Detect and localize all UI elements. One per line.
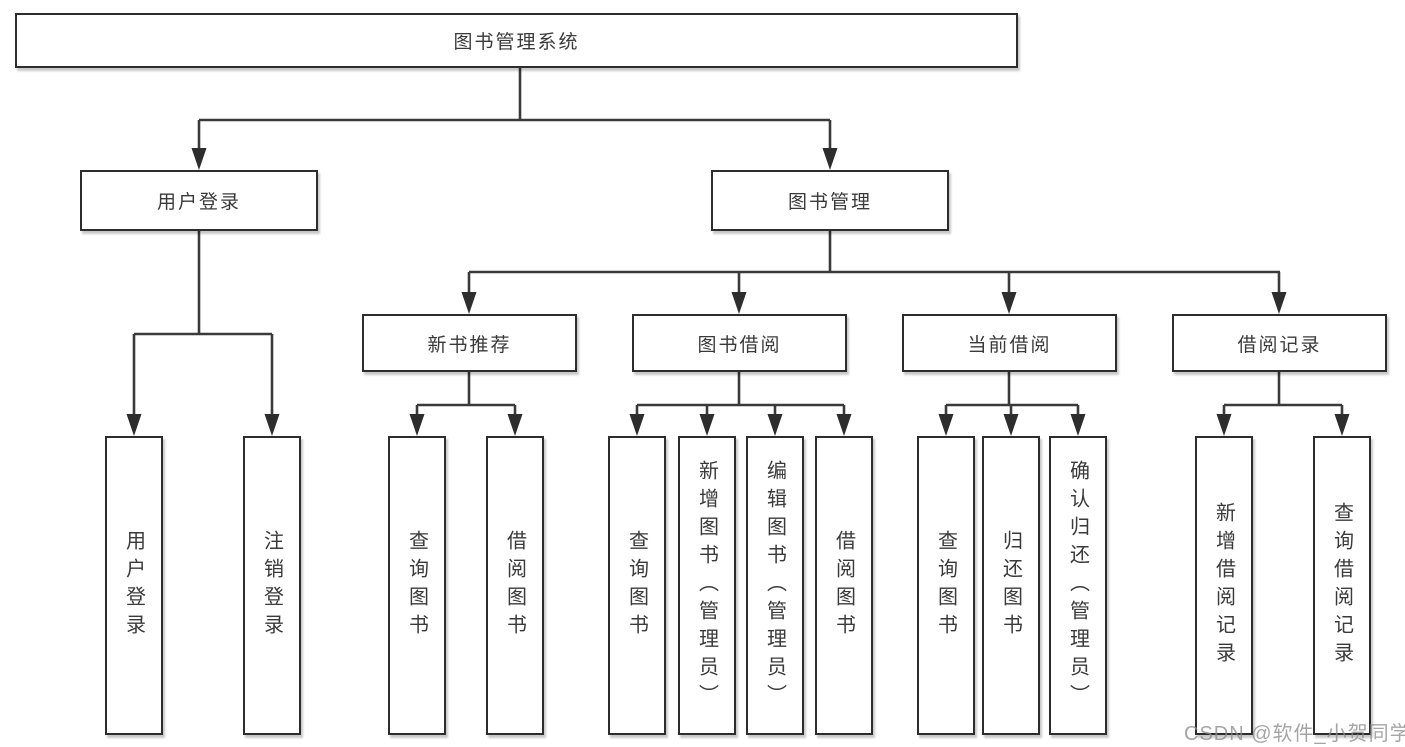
node-label: 查询图书	[934, 529, 957, 642]
node-label: 借阅图书	[832, 529, 855, 642]
node-label: 图书管理	[787, 192, 872, 213]
node-new-book-recommend: 新书推荐	[362, 314, 577, 372]
node-book-borrowing: 图书借阅	[632, 314, 847, 372]
node-leaf-query-books-current: 查询图书	[917, 436, 975, 735]
node-leaf-query-borrow-record: 查询借阅记录	[1313, 436, 1371, 735]
csdn-watermark: CSDN @软件_小贺同学	[1184, 723, 1405, 745]
arrowheads	[126, 148, 1350, 436]
node-leaf-edit-book-admin: 编辑图书（管理员）	[746, 436, 804, 735]
node-label: 新书推荐	[427, 334, 512, 356]
node-book-management: 图书管理	[711, 170, 949, 231]
node-label: 用户登录	[156, 192, 241, 213]
node-current-borrowing: 当前借阅	[902, 314, 1117, 372]
node-label: 新增图书（管理员）	[695, 459, 718, 712]
node-label: 归还图书	[999, 529, 1022, 642]
node-leaf-query-books-borrowing: 查询图书	[608, 436, 666, 735]
node-label: 查询图书	[405, 529, 428, 642]
node-label: 新增借阅记录	[1212, 501, 1235, 670]
node-root-library-system: 图书管理系统	[15, 13, 1018, 68]
node-borrowing-records: 借阅记录	[1172, 314, 1387, 372]
node-user-login: 用户登录	[80, 170, 318, 231]
node-label: 确认归还（管理员）	[1066, 459, 1089, 712]
node-label: 查询借阅记录	[1330, 501, 1353, 670]
node-leaf-user-login: 用户登录	[105, 436, 163, 735]
node-leaf-return-book: 归还图书	[982, 436, 1040, 735]
node-leaf-borrow-books-borrowing: 借阅图书	[815, 436, 873, 735]
node-leaf-logout: 注销登录	[243, 436, 301, 735]
node-label: 用户登录	[122, 529, 145, 642]
node-label: 查询图书	[625, 529, 648, 642]
node-label: 注销登录	[260, 529, 283, 642]
node-leaf-query-books-recommend: 查询图书	[388, 436, 446, 735]
node-label: 借阅图书	[503, 529, 526, 642]
node-leaf-add-borrow-record: 新增借阅记录	[1195, 436, 1253, 735]
node-leaf-confirm-return-admin: 确认归还（管理员）	[1049, 436, 1107, 735]
node-label: 借阅记录	[1237, 334, 1322, 356]
node-label: 当前借阅	[967, 334, 1052, 356]
node-label: 图书管理系统	[453, 32, 580, 53]
node-label: 图书借阅	[697, 334, 782, 356]
node-leaf-borrow-books-recommend: 借阅图书	[486, 436, 544, 735]
node-leaf-add-book-admin: 新增图书（管理员）	[678, 436, 736, 735]
node-label: 编辑图书（管理员）	[763, 459, 786, 712]
